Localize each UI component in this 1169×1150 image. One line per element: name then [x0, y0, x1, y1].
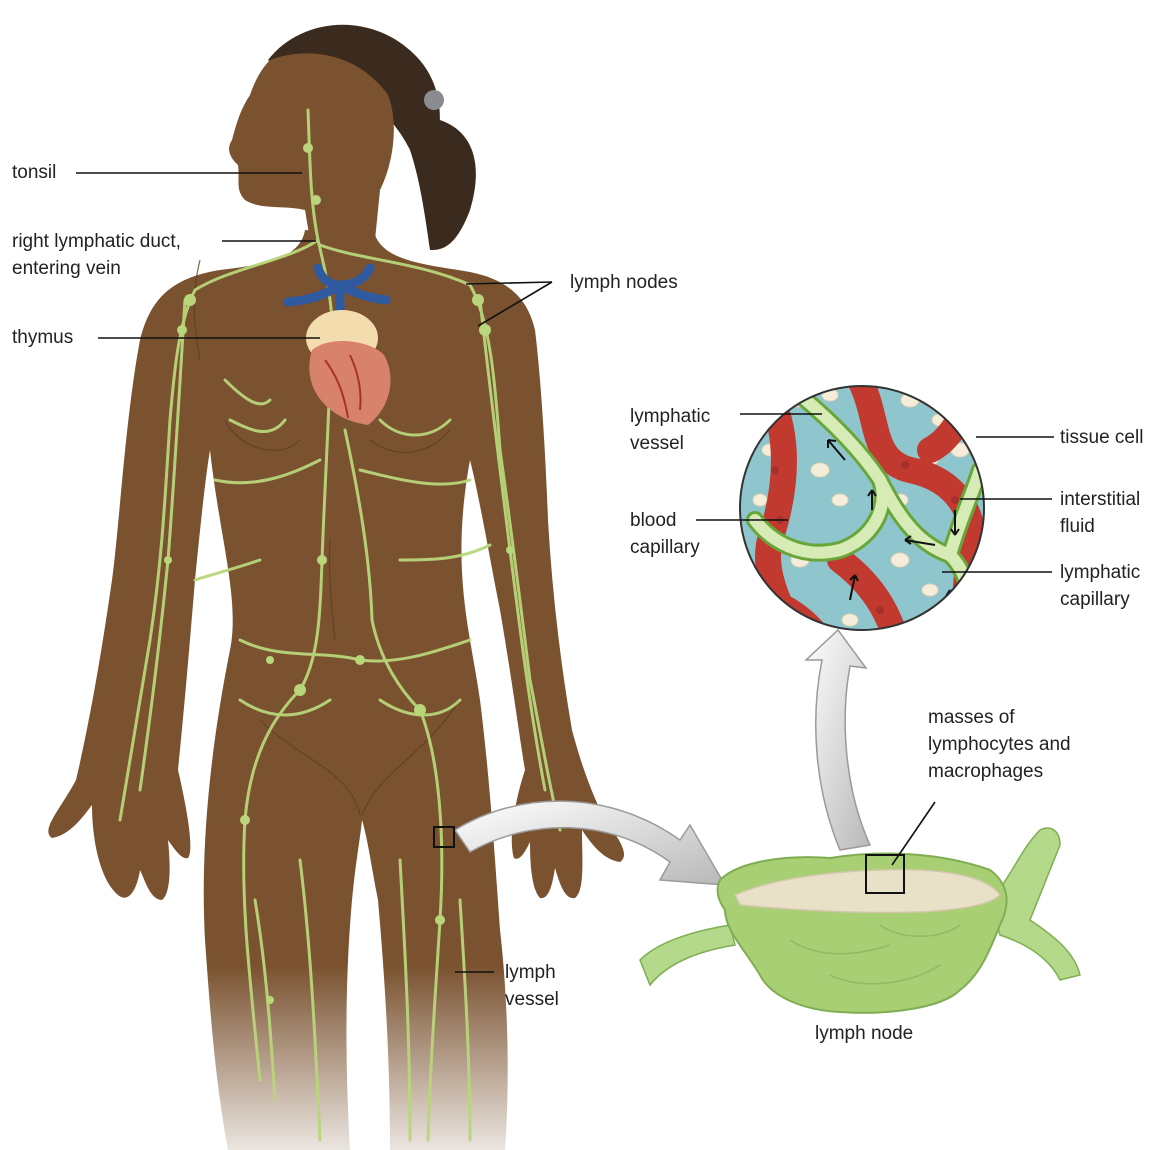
label-lymphatic-vessel: lymphatic vessel: [630, 403, 710, 457]
magnified-circle: [740, 380, 993, 650]
label-tonsil: tonsil: [12, 159, 56, 186]
label-lymph-node: lymph node: [815, 1020, 913, 1047]
label-lymph-nodes: lymph nodes: [570, 269, 678, 296]
label-right-lymphatic-duct: right lymphatic duct, entering vein: [12, 228, 181, 282]
label-interstitial-fluid: interstitial fluid: [1060, 486, 1140, 540]
label-thymus: thymus: [12, 324, 73, 351]
label-masses-of-lymphocytes: masses of lymphocytes and macrophages: [928, 704, 1071, 785]
label-tissue-cell: tissue cell: [1060, 424, 1143, 451]
label-blood-capillary: blood capillary: [630, 507, 700, 561]
label-lymph-vessel: lymph vessel: [505, 959, 559, 1013]
label-lymphatic-capillary: lymphatic capillary: [1060, 559, 1140, 613]
